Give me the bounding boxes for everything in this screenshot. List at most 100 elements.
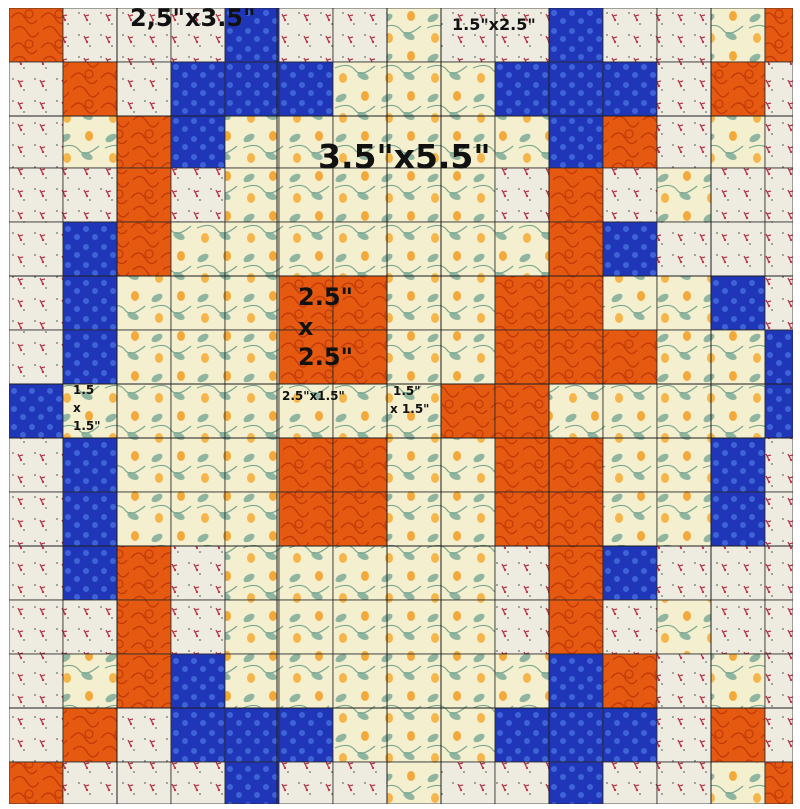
quilt-patch bbox=[495, 492, 549, 546]
quilt-patch bbox=[333, 600, 387, 654]
quilt-patch bbox=[387, 492, 441, 546]
quilt-patch bbox=[279, 276, 333, 330]
quilt-patch bbox=[117, 708, 171, 762]
quilt-patch bbox=[117, 438, 171, 492]
quilt-patch bbox=[765, 762, 793, 804]
quilt-patch bbox=[225, 330, 279, 384]
quilt-patch bbox=[171, 384, 225, 438]
quilt-patch bbox=[495, 708, 549, 762]
quilt-patch bbox=[549, 438, 603, 492]
quilt-patch bbox=[225, 116, 279, 168]
quilt-patch bbox=[441, 546, 495, 600]
quilt-patch bbox=[495, 222, 549, 276]
quilt-patch bbox=[225, 384, 279, 438]
quilt-patch bbox=[171, 708, 225, 762]
quilt-patch bbox=[171, 762, 225, 804]
quilt-patch bbox=[225, 168, 279, 222]
quilt-patch bbox=[279, 546, 333, 600]
quilt-patch bbox=[63, 384, 117, 438]
quilt-patch bbox=[603, 384, 657, 438]
quilt-patch bbox=[225, 62, 279, 116]
quilt-patch bbox=[495, 546, 549, 600]
quilt-patch bbox=[441, 762, 495, 804]
quilt-patch bbox=[603, 546, 657, 600]
quilt-patch bbox=[63, 762, 117, 804]
quilt-patch bbox=[117, 330, 171, 384]
quilt-patch bbox=[333, 168, 387, 222]
quilt-patch bbox=[279, 492, 333, 546]
quilt-patch bbox=[117, 546, 171, 600]
quilt-patch bbox=[657, 492, 711, 546]
quilt-patch bbox=[603, 62, 657, 116]
quilt-patch bbox=[495, 8, 549, 62]
quilt-patch bbox=[657, 330, 711, 384]
quilt-patch bbox=[711, 62, 765, 116]
quilt-patch bbox=[441, 168, 495, 222]
quilt-patch bbox=[387, 8, 441, 62]
quilt-patch bbox=[711, 708, 765, 762]
quilt-patch bbox=[765, 8, 793, 62]
quilt-patch bbox=[495, 384, 549, 438]
quilt-patch bbox=[603, 8, 657, 62]
quilt-patch bbox=[657, 8, 711, 62]
quilt-patch bbox=[549, 116, 603, 168]
quilt-patch bbox=[495, 762, 549, 804]
quilt-patch bbox=[495, 168, 549, 222]
quilt-patch bbox=[171, 222, 225, 276]
quilt-patch bbox=[279, 384, 333, 438]
quilt-patch bbox=[657, 168, 711, 222]
quilt-patch bbox=[657, 116, 711, 168]
quilt-patch bbox=[711, 438, 765, 492]
quilt-patch bbox=[549, 600, 603, 654]
quilt-patch bbox=[711, 222, 765, 276]
quilt-patch bbox=[711, 8, 765, 62]
quilt-patch bbox=[765, 62, 793, 116]
quilt-patch bbox=[441, 438, 495, 492]
quilt-patch bbox=[387, 600, 441, 654]
quilt-patch bbox=[225, 762, 279, 804]
quilt-patch bbox=[9, 492, 63, 546]
quilt-patch bbox=[765, 116, 793, 168]
quilt-patch bbox=[495, 600, 549, 654]
quilt-patch bbox=[9, 708, 63, 762]
quilt-patch bbox=[441, 384, 495, 438]
quilt-patch bbox=[387, 276, 441, 330]
quilt-patch bbox=[9, 654, 63, 708]
quilt-patch bbox=[711, 116, 765, 168]
quilt-patch bbox=[117, 222, 171, 276]
quilt-patch bbox=[117, 8, 171, 62]
quilt-patch bbox=[225, 708, 279, 762]
quilt-patch bbox=[711, 654, 765, 708]
quilt-patch bbox=[387, 222, 441, 276]
quilt-patch bbox=[225, 492, 279, 546]
quilt-patch bbox=[117, 600, 171, 654]
quilt-patch bbox=[441, 116, 495, 168]
quilt-patch bbox=[657, 708, 711, 762]
quilt-patch bbox=[387, 438, 441, 492]
quilt-patch bbox=[711, 384, 765, 438]
quilt-patch bbox=[603, 654, 657, 708]
quilt-patch bbox=[279, 116, 333, 168]
quilt-patch bbox=[603, 762, 657, 804]
quilt-patch bbox=[333, 62, 387, 116]
quilt-patch bbox=[63, 492, 117, 546]
quilt-patch bbox=[765, 438, 793, 492]
quilt-patch bbox=[387, 546, 441, 600]
quilt-patch bbox=[441, 276, 495, 330]
quilt-patch bbox=[387, 62, 441, 116]
quilt-patch bbox=[603, 438, 657, 492]
quilt-patch bbox=[279, 600, 333, 654]
quilt-patch bbox=[441, 600, 495, 654]
quilt-patch bbox=[225, 222, 279, 276]
quilt-patch bbox=[333, 384, 387, 438]
quilt-patch bbox=[387, 168, 441, 222]
quilt-patch bbox=[225, 8, 279, 62]
quilt-patch bbox=[63, 546, 117, 600]
quilt-patch bbox=[657, 62, 711, 116]
quilt-patch bbox=[549, 168, 603, 222]
quilt-patch bbox=[279, 708, 333, 762]
quilt-patch bbox=[9, 8, 63, 62]
quilt-patch bbox=[441, 492, 495, 546]
quilt-patch bbox=[495, 62, 549, 116]
quilt-patch bbox=[333, 762, 387, 804]
